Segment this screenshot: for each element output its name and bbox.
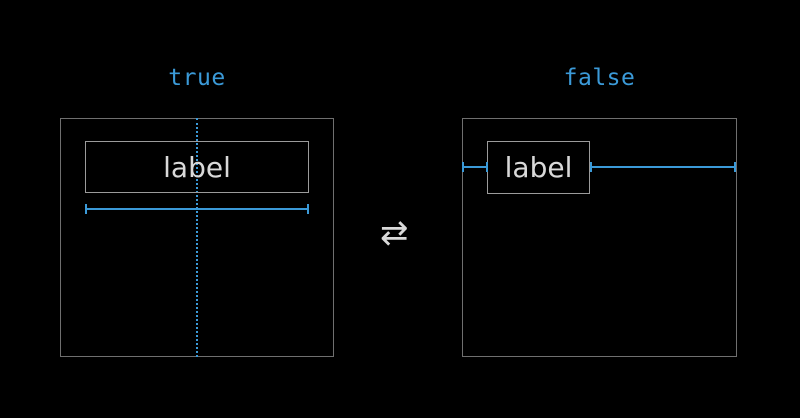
swap-arrows-icon: ⇄ xyxy=(380,213,409,253)
dimension-cap-left xyxy=(85,204,87,214)
dimension-cap-right xyxy=(734,162,736,172)
right-left-gap-dimension-line xyxy=(462,162,488,172)
right-panel-title: false xyxy=(563,65,636,91)
right-outer-box xyxy=(462,118,737,357)
left-center-guideline xyxy=(196,118,198,357)
right-label-box: label xyxy=(487,141,590,194)
dimension-cap-right xyxy=(307,204,309,214)
left-panel-title: true xyxy=(168,65,226,91)
left-width-dimension-line xyxy=(85,204,309,214)
left-label-text: label xyxy=(163,150,231,184)
right-right-gap-dimension-line xyxy=(590,162,736,172)
dimension-cap-left xyxy=(590,162,592,172)
dimension-cap-left xyxy=(462,162,464,172)
right-label-text: label xyxy=(504,151,573,184)
left-label-box: label xyxy=(85,141,309,193)
dimension-cap-right xyxy=(486,162,488,172)
